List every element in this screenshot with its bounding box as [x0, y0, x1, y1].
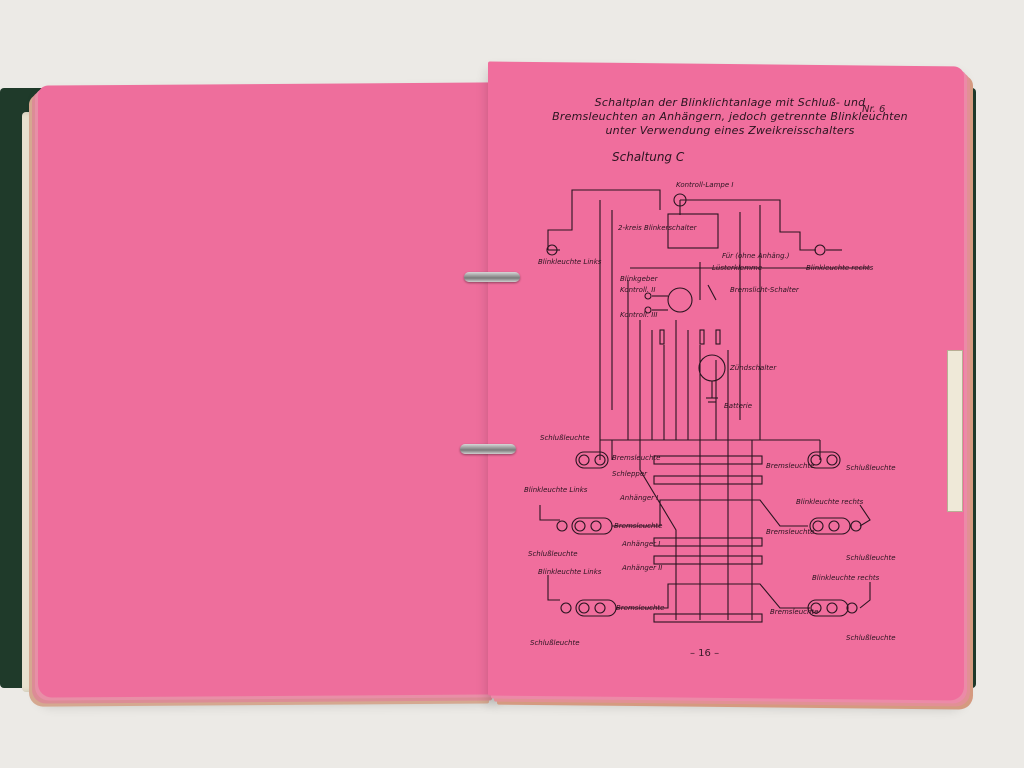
label-batterie: Batterie — [724, 402, 752, 410]
title-line-1: Schaltplan der Blinklichtanlage mit Schl… — [594, 96, 866, 109]
label-blinkgeber: Blinkgeber — [620, 275, 659, 283]
label-zweikreis-schalter: 2-kreis Blinkerschalter — [618, 224, 698, 232]
label-anhaenger-3: Anhänger II — [621, 564, 662, 572]
label-bremsleuchte-3: Bremsleuchte — [616, 604, 664, 612]
binder-ring-top — [464, 272, 520, 282]
label-blinkleuchte-rechts-top: Blinkleuchte rechts — [806, 264, 874, 272]
label-blinkleuchte-links-2: Blinkleuchte Links — [524, 486, 588, 494]
label-zuendschalter: Zündschalter — [729, 364, 777, 372]
label-bremslicht-schalter: Bremslicht-Schalter — [730, 286, 800, 294]
page-number: – 16 – — [690, 648, 720, 659]
label-bremsleuchte-1: Bremsleuchte — [612, 454, 660, 462]
label-blinkleuchte-links-top: Blinkleuchte Links — [538, 258, 602, 266]
label-blinkleuchte-rechts-3: Blinkleuchte rechts — [812, 574, 880, 582]
label-bremsleuchte-r1: Bremsleuchte — [766, 462, 814, 470]
label-anhaenger-1: Anhänger I — [619, 494, 658, 502]
label-schlussleuchte-r1: Schlußleuchte — [846, 464, 896, 472]
label-kontroll-2: Kontroll. II — [620, 286, 655, 294]
title-line-3: unter Verwendung eines Zweikreisschalter… — [605, 124, 855, 137]
label-luesterklemme: Lüsterklemme — [712, 264, 762, 272]
label-schlussleuchte-2: Schlußleuchte — [528, 550, 578, 558]
label-schlussleuchte-3: Schlußleuchte — [530, 639, 580, 647]
label-schlussleuchte-r3: Schlußleuchte — [846, 634, 896, 642]
index-tab — [947, 350, 963, 512]
title-line-2: Bremsleuchten an Anhängern, jedoch getre… — [552, 110, 908, 123]
label-kontroll-3: Kontroll. III — [620, 311, 658, 319]
label-schlussleuchte-r2: Schlußleuchte — [846, 554, 896, 562]
sheet-number: Nr. 6 — [862, 104, 886, 115]
label-kontroll-lampe: Kontroll-Lampe I — [676, 181, 733, 189]
label-bremsleuchte-r2: Bremsleuchte — [766, 528, 814, 536]
label-bremsleuchte-2: Bremsleuchte — [614, 522, 662, 530]
document-title: Schaltplan der Blinklichtanlage mit Schl… — [500, 96, 960, 138]
label-anhaenger-2: Anhänger I — [621, 540, 660, 548]
label-blinkleuchte-rechts-2: Blinkleuchte rechts — [796, 498, 864, 506]
label-blinkleuchte-links-3: Blinkleuchte Links — [538, 568, 602, 576]
label-schlussleuchte-1: Schlußleuchte — [540, 434, 590, 442]
binder-ring-bottom — [460, 444, 516, 454]
label-fuer-anhaenger: Für (ohne Anhäng.) — [722, 252, 790, 260]
label-bremsleuchte-r3: Bremsleuchte — [770, 608, 818, 616]
label-schlepper: Schlepper — [612, 470, 648, 478]
circuit-subtitle: Schaltung C — [612, 150, 685, 164]
